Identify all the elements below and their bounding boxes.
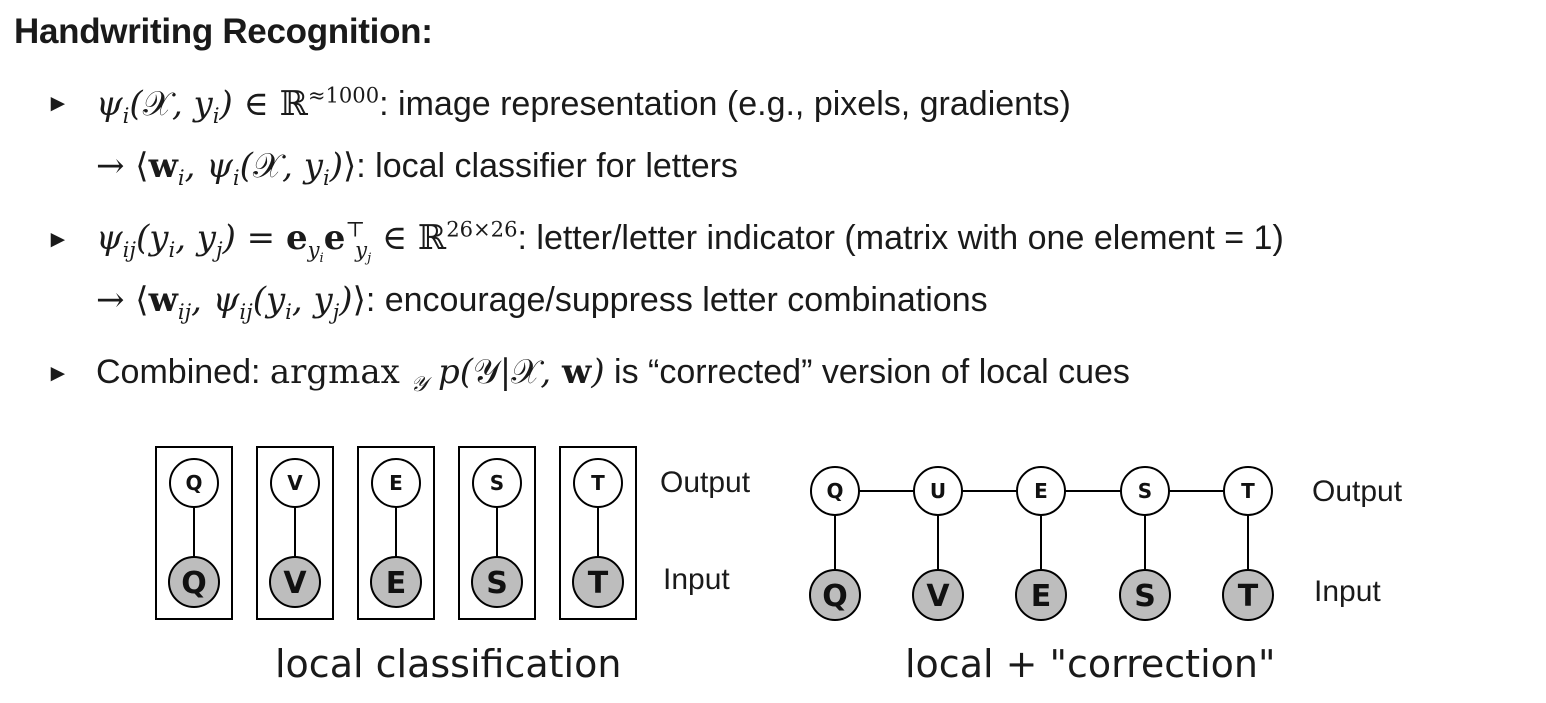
input-node-letter: Q — [181, 566, 207, 601]
output-node-circle — [573, 458, 623, 508]
input-node-letter: V — [926, 579, 950, 614]
bullet-marker-icon: ► — [46, 90, 70, 117]
output-node-circle — [371, 458, 421, 508]
output-node-letter: Q — [185, 471, 202, 495]
input-node-circle — [370, 556, 422, 608]
output-node-circle — [270, 458, 320, 508]
output-node-letter: E — [389, 471, 403, 495]
bullet-marker-icon: ► — [46, 226, 70, 253]
bullet-3-line: Combined: argmax 𝒴 p(𝒴|𝒳, w) is “correct… — [96, 352, 1130, 396]
plate-box — [458, 446, 536, 620]
input-node-circle — [1015, 569, 1067, 621]
input-node-letter: S — [1134, 579, 1156, 614]
left-caption: local classification — [275, 642, 622, 686]
output-node-circle — [1223, 466, 1273, 516]
input-node-letter: E — [386, 566, 407, 601]
bullet-1-subtext: : local classifier for letters — [356, 147, 738, 185]
bullet-2-subtext: : encourage/suppress letter combinations — [365, 281, 988, 319]
output-node-circle — [810, 466, 860, 516]
bullet-1-line-1: ψi(𝒳, yi) ∈ ℝ≈1000: image representation… — [96, 82, 1071, 128]
output-node-letter: Q — [826, 479, 843, 503]
input-node-letter: T — [1238, 579, 1259, 614]
left-input-label: Input — [663, 563, 730, 596]
bullet-1-text: : image representation (e.g., pixels, gr… — [379, 85, 1071, 123]
input-node-letter: Q — [822, 579, 848, 614]
psi-i-formula: ψi(𝒳, yi) ∈ ℝ≈1000 — [96, 82, 380, 128]
bullet-marker-icon: ► — [46, 360, 70, 387]
output-node-letter: E — [1034, 479, 1048, 503]
output-node-letter: T — [591, 471, 605, 495]
input-node-circle — [168, 556, 220, 608]
page-title: Handwriting Recognition: — [14, 12, 433, 51]
output-node-circle — [472, 458, 522, 508]
input-node-circle — [912, 569, 964, 621]
bullet-3-suffix: is “corrected” version of local cues — [604, 353, 1130, 391]
output-node-letter: V — [287, 471, 303, 495]
output-node-letter: T — [1241, 479, 1255, 503]
bullet-2-line-1: ψij(yi, yj) = eyie⊤yj ∈ ℝ26×26: letter/l… — [96, 216, 1284, 266]
output-node-circle — [169, 458, 219, 508]
input-node-circle — [809, 569, 861, 621]
psi-ij-formula: ψij(yi, yj) = eyie⊤yj ∈ ℝ26×26 — [96, 216, 518, 266]
right-output-label: Output — [1312, 475, 1403, 508]
output-node-circle — [913, 466, 963, 516]
input-node-letter: E — [1031, 579, 1052, 614]
local-score-formula: → ⟨wi, ψi(𝒳, yi)⟩ — [96, 146, 357, 190]
output-node-letter: U — [930, 479, 946, 503]
plate-box — [155, 446, 233, 620]
bullet-3-prefix: Combined: — [96, 353, 270, 391]
input-node-circle — [572, 556, 624, 608]
input-node-letter: T — [588, 566, 609, 601]
input-node-letter: V — [283, 566, 307, 601]
output-node-circle — [1120, 466, 1170, 516]
output-node-circle — [1016, 466, 1066, 516]
plate-box — [256, 446, 334, 620]
pairwise-score-formula: → ⟨wij, ψij(yi, yj)⟩ — [96, 280, 366, 324]
input-node-letter: S — [486, 566, 508, 601]
bullet-1-line-2: → ⟨wi, ψi(𝒳, yi)⟩: local classifier for … — [96, 146, 738, 190]
bullet-2-text: : letter/letter indicator (matrix with o… — [517, 219, 1284, 257]
input-node-circle — [471, 556, 523, 608]
right-caption: local + "correction" — [905, 642, 1276, 686]
input-node-circle — [1119, 569, 1171, 621]
output-node-letter: S — [1138, 479, 1152, 503]
argmax-formula: argmax 𝒴 p(𝒴|𝒳, w) — [269, 352, 605, 396]
plate-box — [559, 446, 637, 620]
right-input-label: Input — [1314, 575, 1381, 608]
plate-box — [357, 446, 435, 620]
input-node-circle — [269, 556, 321, 608]
output-node-letter: S — [490, 471, 504, 495]
input-node-circle — [1222, 569, 1274, 621]
bullet-2-line-2: → ⟨wij, ψij(yi, yj)⟩: encourage/suppress… — [96, 280, 988, 324]
left-output-label: Output — [660, 466, 751, 499]
